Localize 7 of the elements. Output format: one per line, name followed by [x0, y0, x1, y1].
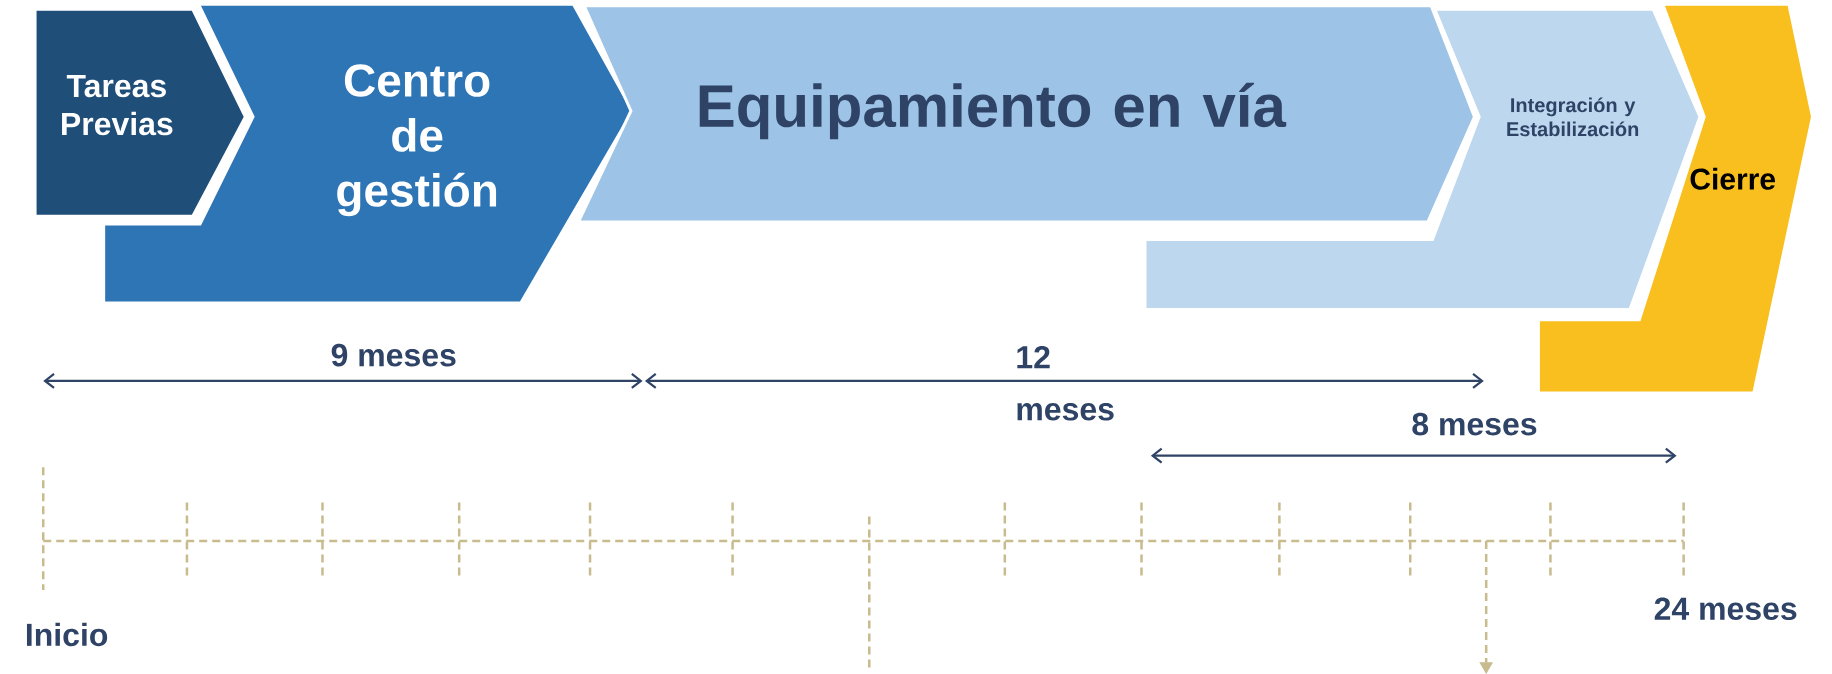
phase-band: Tareas Previas [33, 7, 248, 218]
duration-label: 9 meses [331, 343, 456, 367]
timeline-label: 24 meses [1654, 597, 1797, 620]
duration-label: 12 meses [1017, 345, 1114, 421]
timeline-label: Inicio [26, 622, 108, 647]
duration-label: 8 meses [1412, 412, 1537, 436]
phase-band: Equipamiento en vía [576, 4, 1477, 224]
